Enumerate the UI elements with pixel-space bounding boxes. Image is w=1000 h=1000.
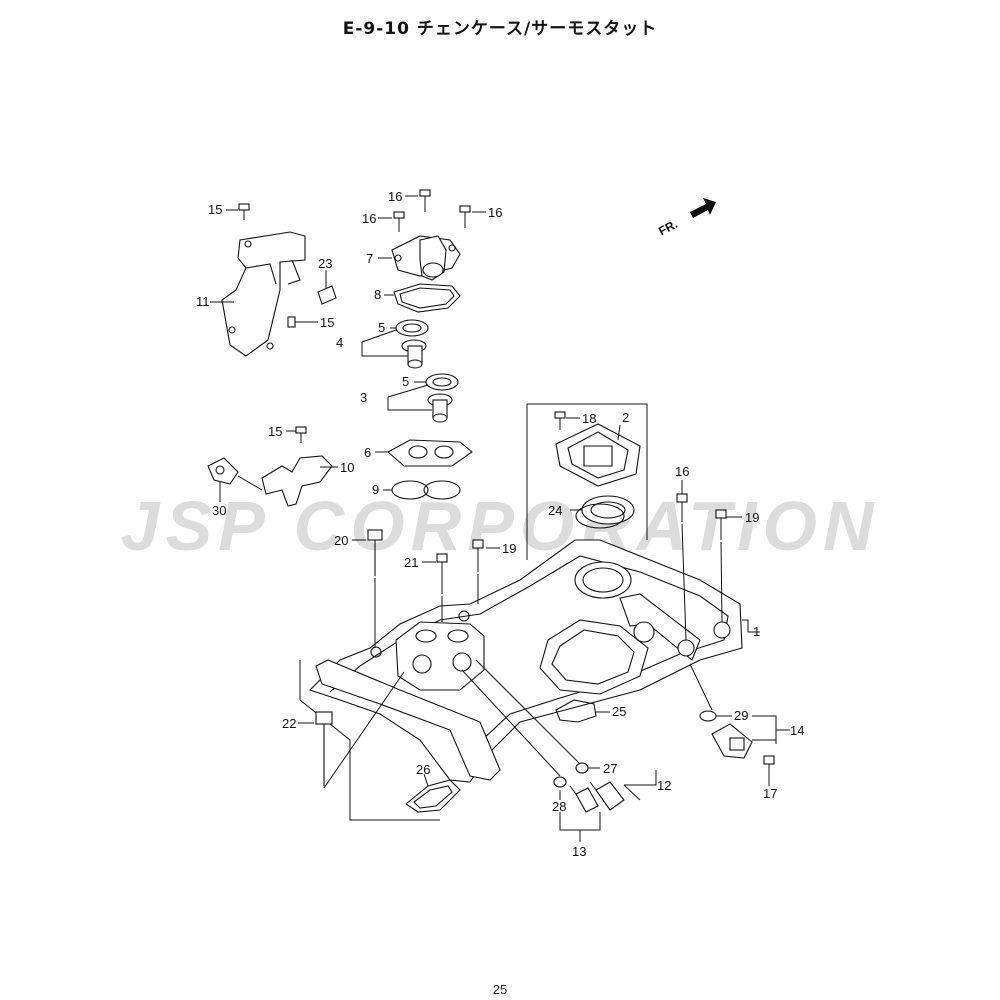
callout-8: 8 (374, 287, 381, 302)
callout-9: 9 (372, 482, 379, 497)
callout-2: 2 (622, 410, 629, 425)
part-5-seal-ring (425, 373, 459, 391)
part-16-bolt-icon (459, 205, 471, 228)
part-12-sensor (589, 781, 625, 811)
part-19-bolt-icon (472, 539, 484, 572)
part-14-sensor (711, 723, 753, 759)
part-22-bolt-icon (315, 711, 333, 786)
part-4-thermostat (401, 339, 427, 369)
part-10-bracket (261, 455, 333, 507)
part-18-bolt-icon (554, 411, 566, 430)
callout-19b: 19 (502, 541, 516, 556)
part-21-bolt-icon (436, 553, 448, 594)
fr-label: FR. (656, 217, 680, 238)
callout-26: 26 (416, 762, 430, 777)
part-8-gasket (393, 283, 461, 313)
part-30-clamp (207, 457, 239, 485)
part-16-bolt-icon (419, 189, 431, 212)
callout-6: 6 (364, 445, 371, 460)
part-6-gasket (387, 439, 473, 467)
callout-10: 10 (340, 460, 354, 475)
callout-19a: 19 (745, 510, 759, 525)
front-direction-arrow-icon: FR. (656, 198, 716, 238)
part-16-bolt-icon (676, 493, 688, 522)
part-7-thermostat-cover (391, 235, 461, 281)
callout-5a: 5 (378, 320, 385, 335)
callout-25: 25 (612, 704, 626, 719)
part-28-o-ring (553, 776, 567, 788)
part-23-clip (317, 285, 337, 305)
part-15-bolt-icon (238, 203, 250, 220)
page-number: 25 (492, 982, 508, 997)
callout-16d: 16 (675, 464, 689, 479)
callout-27: 27 (603, 761, 617, 776)
callout-29: 29 (734, 708, 748, 723)
part-15-bolt-icon (287, 316, 305, 328)
callout-16b: 16 (362, 211, 376, 226)
part-5-seal-ring (395, 319, 429, 337)
callout-12: 12 (657, 778, 671, 793)
callout-22: 22 (282, 716, 296, 731)
callout-18: 18 (582, 411, 596, 426)
part-11-bracket (221, 231, 306, 357)
part-3-thermostat (427, 393, 453, 423)
part-9-o-rings (391, 480, 461, 500)
page-title: E-9-10 チェンケース/サーモスタット (342, 19, 658, 39)
part-19-bolt-icon (715, 509, 727, 540)
callout-15a: 15 (208, 202, 222, 217)
leader-lines (210, 195, 790, 842)
part-15-bolt-icon (295, 426, 307, 443)
part-24-oil-seal (575, 495, 635, 529)
callout-15b: 15 (320, 315, 334, 330)
callout-28: 28 (552, 799, 566, 814)
part-20-bolt-icon (367, 529, 383, 576)
callout-7: 7 (366, 251, 373, 266)
callout-14: 14 (790, 723, 804, 738)
callout-15c: 15 (268, 424, 282, 439)
part-25-gasket (555, 699, 597, 723)
part-16-bolt-icon (393, 211, 405, 232)
callout-16a: 16 (388, 189, 402, 204)
callout-13: 13 (572, 844, 586, 859)
part-1-chain-case (308, 539, 743, 783)
callout-5b: 5 (402, 374, 409, 389)
callout-21: 21 (404, 555, 418, 570)
callout-16c: 16 (488, 205, 502, 220)
part-27-o-ring (575, 762, 589, 774)
callout-24: 24 (548, 503, 562, 518)
callout-4: 4 (336, 335, 343, 350)
callout-11: 11 (196, 294, 210, 309)
part-17-bolt-icon (763, 755, 775, 776)
callout-23: 23 (318, 256, 332, 271)
callout-20: 20 (334, 533, 348, 548)
callout-3: 3 (360, 390, 367, 405)
callout-labels: 1 2 3 4 5 5 6 7 8 9 10 11 12 13 14 15 15… (196, 189, 804, 859)
part-26-gasket (405, 779, 461, 813)
callout-1: 1 (753, 624, 760, 639)
part-13-sensor (569, 785, 599, 813)
callout-30: 30 (212, 503, 226, 518)
part-2-cover (555, 423, 641, 487)
part-29-o-ring (699, 710, 717, 722)
callout-17: 17 (763, 786, 777, 801)
